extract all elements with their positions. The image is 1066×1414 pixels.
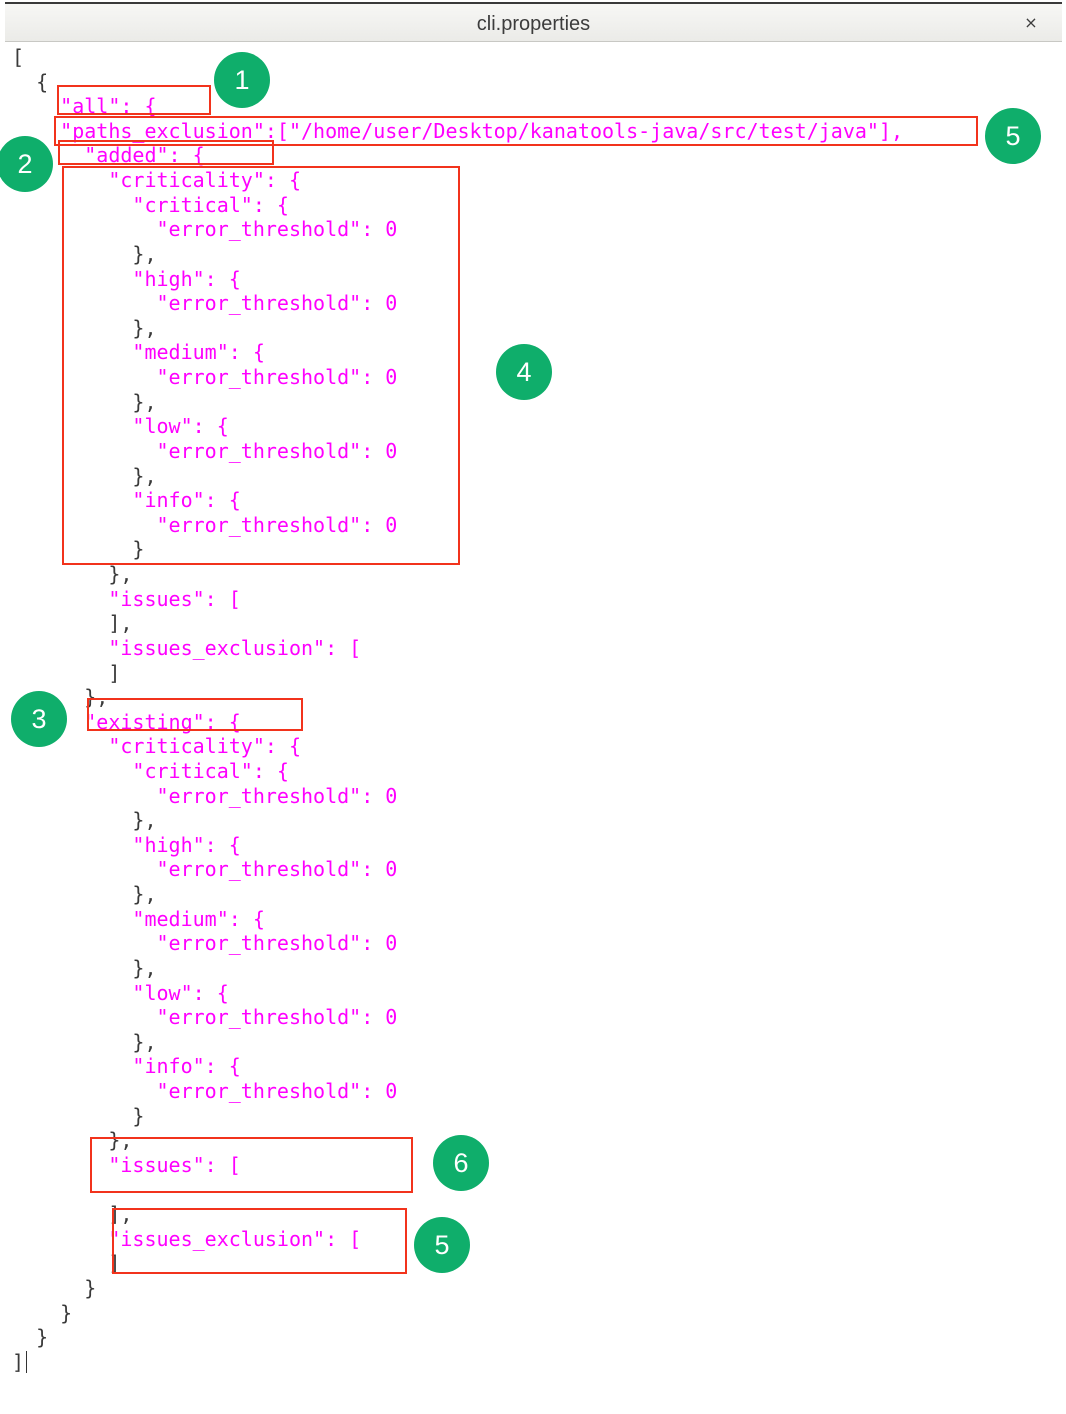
code-line: "error_threshold": 0: [12, 1079, 398, 1104]
highlight-box-all: [57, 85, 211, 115]
window-title: cli.properties: [476, 13, 591, 35]
code-line: },: [12, 315, 157, 340]
code-line: "info": {: [12, 488, 241, 513]
highlight-box-issues: [90, 1137, 413, 1193]
code-line: "low": {: [12, 980, 229, 1005]
highlight-box-added: [58, 140, 274, 165]
annotation-badge-4: 4: [496, 344, 552, 400]
highlight-box-added-criticality: [62, 166, 460, 565]
code-line: "error_threshold": 0: [12, 931, 398, 956]
code-line: }: [12, 1300, 73, 1325]
code-line: "info": {: [12, 1054, 241, 1079]
window-titlebar: cli.properties ×: [5, 2, 1062, 42]
code-line: "paths_exclusion":["/home/user/Desktop/k…: [12, 118, 904, 143]
code-line: },: [12, 562, 133, 587]
code-line: "issues_exclusion": [: [12, 635, 362, 660]
code-line: {: [12, 69, 49, 94]
code-line: "medium": {: [12, 906, 265, 931]
code-line: },: [12, 955, 157, 980]
text-caret: [26, 1350, 28, 1373]
code-line: "error_threshold": 0: [12, 365, 398, 390]
annotation-badge-6: 6: [433, 1135, 489, 1191]
code-line: "medium": {: [12, 340, 265, 365]
code-line: },: [12, 241, 157, 266]
code-editor[interactable]: [ { "all": { "paths_exclusion":["/home/u…: [0, 42, 1066, 1414]
code-line: "error_threshold": 0: [12, 291, 398, 316]
code-line: "high": {: [12, 832, 241, 857]
code-line: "error_threshold": 0: [12, 1005, 398, 1030]
code-line: "low": {: [12, 414, 229, 439]
code-line: "error_threshold": 0: [12, 857, 398, 882]
code-line: ]: [12, 1350, 28, 1374]
code-line: "error_threshold": 0: [12, 217, 398, 242]
code-line: "criticality": {: [12, 734, 301, 759]
code-line: ]: [12, 1251, 121, 1276]
code-line: "issues": [: [12, 586, 241, 611]
code-line: }: [12, 1276, 97, 1300]
annotation-badge-5: 5: [985, 108, 1041, 164]
annotation-badge-3: 3: [11, 691, 67, 747]
code-line: "high": {: [12, 266, 241, 291]
annotation-badge-1: 1: [214, 52, 270, 108]
code-line: ],: [12, 611, 133, 636]
code-line: },: [12, 389, 157, 414]
code-line: [: [12, 45, 25, 69]
code-line: "issues": [: [12, 1152, 241, 1177]
code-line: },: [12, 808, 157, 833]
code-line: },: [12, 1128, 133, 1153]
code-line: "error_threshold": 0: [12, 438, 398, 463]
code-line: },: [12, 463, 157, 488]
code-line: "error_threshold": 0: [12, 783, 398, 808]
code-line: "criticality": {: [12, 168, 301, 193]
annotation-badge-5b: 5: [414, 1217, 470, 1273]
highlight-box-paths-exclusion: [54, 116, 978, 146]
code-line: }: [12, 1103, 145, 1128]
code-line: },: [12, 882, 157, 907]
code-line: }: [12, 537, 145, 562]
code-line: }: [12, 1325, 49, 1350]
code-line: "critical": {: [12, 192, 289, 217]
highlight-box-existing: [87, 698, 303, 731]
code-line: "error_threshold": 0: [12, 512, 398, 537]
code-line: "critical": {: [12, 758, 289, 783]
code-line: ]: [12, 660, 121, 685]
close-icon[interactable]: ×: [1024, 13, 1038, 32]
code-line: },: [12, 1029, 157, 1054]
annotation-badge-2: 2: [0, 136, 53, 192]
code-line: "issues_exclusion": [: [12, 1226, 362, 1251]
highlight-box-issues-exclusion: [112, 1208, 407, 1274]
